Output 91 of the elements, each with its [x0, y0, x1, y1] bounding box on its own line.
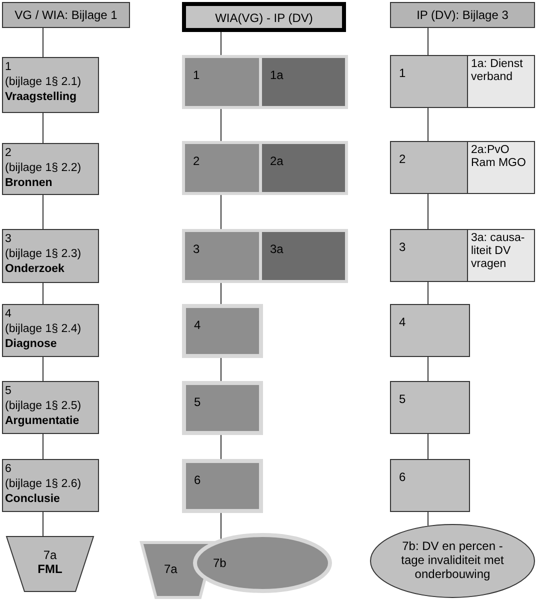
box-label: IP (DV): Bijlage 3: [416, 8, 510, 22]
box-label: 2: [193, 154, 201, 168]
note-box: [467, 141, 535, 194]
box-label: 6: [399, 470, 407, 484]
box-label: 2: [5, 146, 12, 161]
connector-line: [220, 434, 222, 460]
step-box: [262, 58, 345, 106]
step-box: [185, 144, 259, 192]
box-label: Argumentatie: [5, 414, 80, 429]
box-label: 1: [5, 60, 12, 75]
connector-line: [220, 108, 222, 142]
connector-line: [220, 32, 222, 56]
box-label: 3a: [270, 242, 284, 256]
shape-label: FML: [36, 562, 64, 576]
connector-line: [42, 112, 44, 144]
box-label: 3a: causa-liteit DV vragen: [471, 232, 526, 271]
note-box: [467, 229, 535, 282]
connector-line: [42, 356, 44, 382]
box-label: 5: [194, 395, 202, 409]
connector-line: [42, 194, 44, 230]
box-label: VG / WIA: Bijlage 1: [14, 8, 118, 22]
box-label: (bijlage 1§ 2.5): [5, 399, 82, 414]
step-box: [182, 304, 263, 358]
box-label: (bijlage 1§ 2.3): [5, 247, 82, 262]
step-box: [390, 141, 468, 194]
box-label: (bijlage 1§ 2.2): [5, 161, 82, 176]
ellipse-shape: [370, 524, 535, 598]
box-label: WIA(VG) - IP (DV): [214, 11, 314, 25]
connector-line: [220, 194, 222, 230]
step-box: [262, 232, 345, 280]
box-label: 1a: [270, 68, 284, 82]
box-label: 1: [193, 68, 201, 82]
box-label: (bijlage 1§ 2.6): [5, 477, 82, 492]
trapezoid-shape: [6, 536, 94, 592]
box-label: (bijlage 1§ 2.1): [5, 75, 82, 90]
connector-line: [42, 512, 44, 536]
step-box: [390, 229, 468, 282]
shape-label: 7b: DV en percen - tage invaliditeit met onderbouwing: [400, 539, 505, 581]
box-label: 3: [193, 242, 201, 256]
box-label: 2a: [270, 154, 284, 168]
step-box: [2, 57, 99, 113]
frame-box: [182, 229, 348, 283]
header-box: [2, 2, 130, 28]
step-box: [390, 459, 470, 512]
box-label: Conclusie: [5, 492, 61, 507]
step-box: [2, 304, 99, 357]
step-box: [390, 381, 470, 434]
header-box: [182, 2, 346, 32]
step-box: [2, 381, 99, 434]
shape-label: 7b: [213, 556, 226, 570]
step-box: [182, 459, 263, 513]
box-label: 4: [5, 307, 12, 322]
connector-line: [220, 358, 222, 382]
box-label: Vraagstelling: [5, 90, 78, 105]
box-label: 1: [399, 66, 407, 80]
step-box: [2, 459, 99, 512]
step-box: [262, 144, 345, 192]
step-box: [182, 381, 263, 435]
box-label: 6: [194, 473, 202, 487]
box-label: 2: [399, 152, 407, 166]
shape-label: 7a: [164, 562, 178, 576]
header-box: [390, 2, 535, 28]
step-box: [185, 58, 259, 106]
box-label: Bronnen: [5, 176, 54, 191]
box-label: 2a:PvO Ram MGO: [471, 144, 527, 170]
connector-line: [42, 282, 44, 304]
step-box: [2, 229, 99, 283]
step-box: [185, 232, 259, 280]
connector-line: [42, 434, 44, 460]
box-label: 3: [5, 232, 12, 247]
connector-line: [42, 28, 44, 58]
step-box: [2, 143, 99, 195]
box-label: 4: [399, 315, 407, 329]
box-label: 6: [5, 462, 12, 477]
step-box: [390, 55, 468, 108]
box-label: 3: [399, 240, 407, 254]
shape-label: 7a: [42, 548, 58, 562]
frame-box: [182, 141, 348, 195]
box-label: 1a: Dienst verband: [471, 58, 524, 84]
connector-line: [220, 282, 222, 304]
box-label: 4: [194, 318, 202, 332]
frame-box: [182, 55, 348, 109]
box-label: Onderzoek: [5, 262, 66, 277]
note-box: [467, 55, 535, 108]
box-label: 5: [399, 392, 407, 406]
box-label: (bijlage 1§ 2.4): [5, 322, 82, 337]
ellipse-shape: [193, 533, 332, 593]
step-box: [390, 304, 470, 357]
connector-line: [220, 512, 222, 540]
box-label: 5: [5, 384, 12, 399]
box-label: Diagnose: [5, 337, 58, 352]
